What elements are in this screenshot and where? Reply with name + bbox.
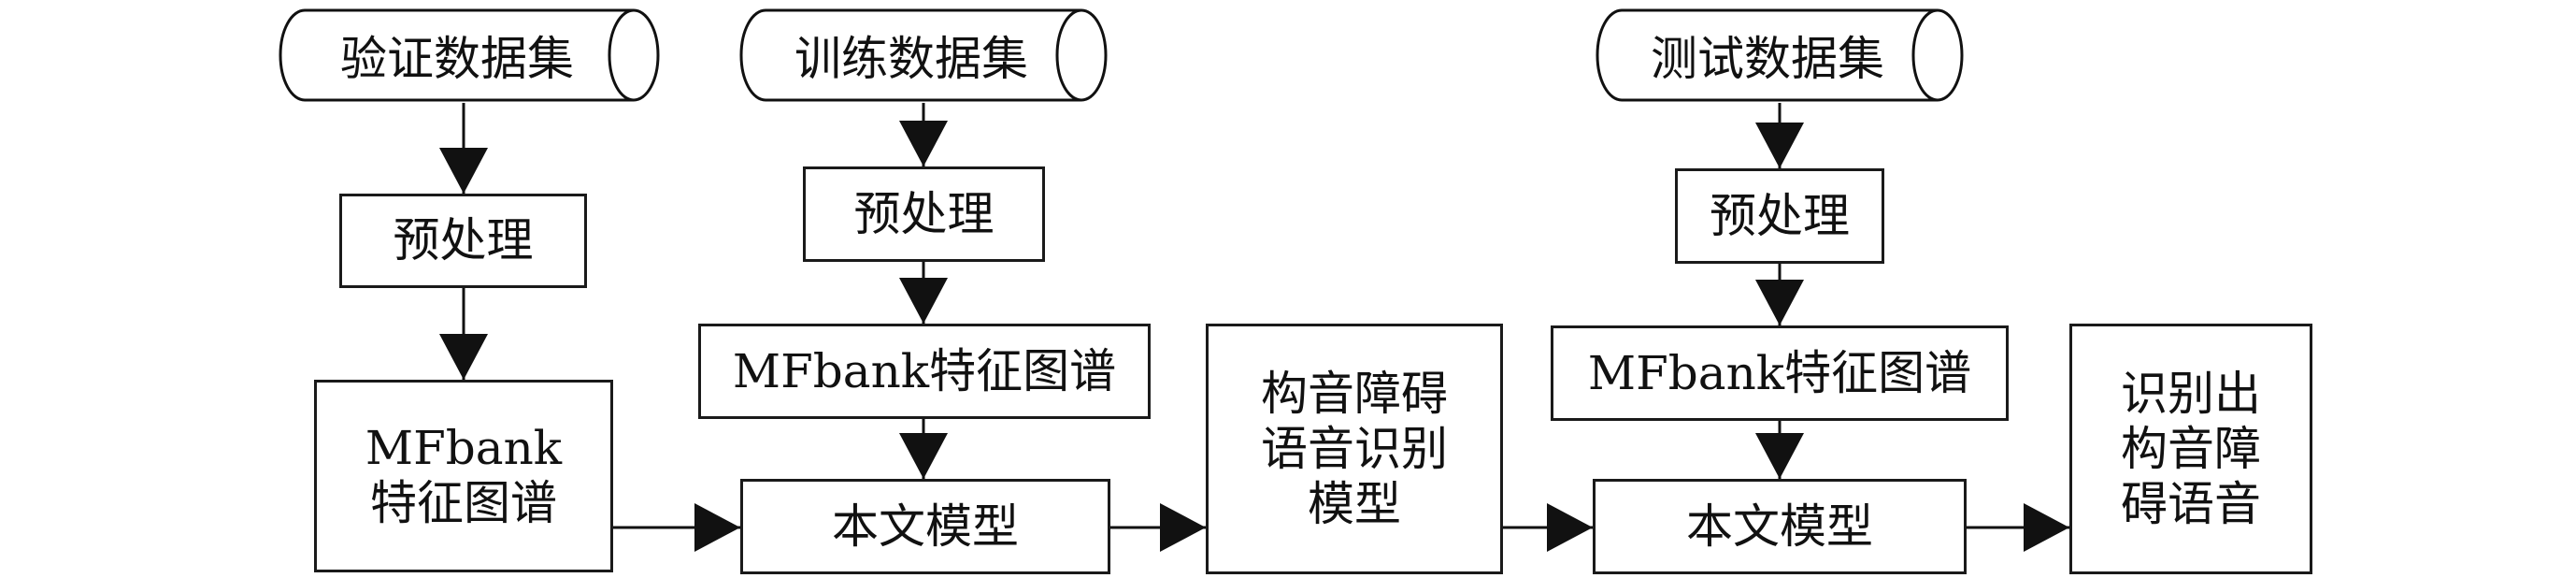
cylinder-shape-icon — [279, 8, 660, 102]
training-dataset-cylinder: 训练数据集 — [737, 7, 1109, 103]
preprocess-box-training: 预处理 — [803, 166, 1045, 262]
cylinder-shape-icon — [739, 8, 1108, 102]
training-dataset-label: 训练数据集 — [794, 32, 1028, 86]
arrowhead — [694, 503, 740, 552]
arrowhead — [1160, 503, 1206, 552]
preprocess-box-test: 预处理 — [1675, 168, 1884, 264]
arrowhead — [899, 433, 948, 479]
this-paper-model-box-test: 本文模型 — [1593, 479, 1967, 574]
mfbank-feature-box-test: MFbank特征图谱 — [1551, 325, 2009, 421]
arrowhead — [2024, 503, 2069, 552]
validation-dataset-cylinder: 验证数据集 — [277, 7, 662, 103]
this-paper-model-box-training: 本文模型 — [740, 479, 1110, 574]
arrowhead — [1755, 280, 1804, 325]
arrowhead — [439, 148, 488, 194]
test-dataset-label: 测试数据集 — [1651, 32, 1884, 86]
test-dataset-cylinder: 测试数据集 — [1594, 7, 1966, 103]
mfbank-feature-box-validation: MFbank 特征图谱 — [314, 380, 613, 572]
arrowhead — [1547, 503, 1593, 552]
arrowhead — [1755, 433, 1804, 479]
arrowhead — [439, 334, 488, 380]
arrowhead — [899, 278, 948, 324]
cylinder-shape-icon — [1596, 8, 1964, 102]
arrowhead — [1755, 123, 1804, 168]
preprocess-box-validation: 预处理 — [339, 194, 587, 288]
dysarthria-recognition-model-box: 构音障碍 语音识别 模型 — [1206, 324, 1503, 574]
arrowhead — [899, 121, 948, 166]
validation-dataset-label: 验证数据集 — [340, 32, 574, 86]
mfbank-feature-box-training: MFbank特征图谱 — [698, 324, 1151, 419]
recognized-dysarthric-speech-box: 识别出 构音障 碍语音 — [2069, 324, 2312, 574]
